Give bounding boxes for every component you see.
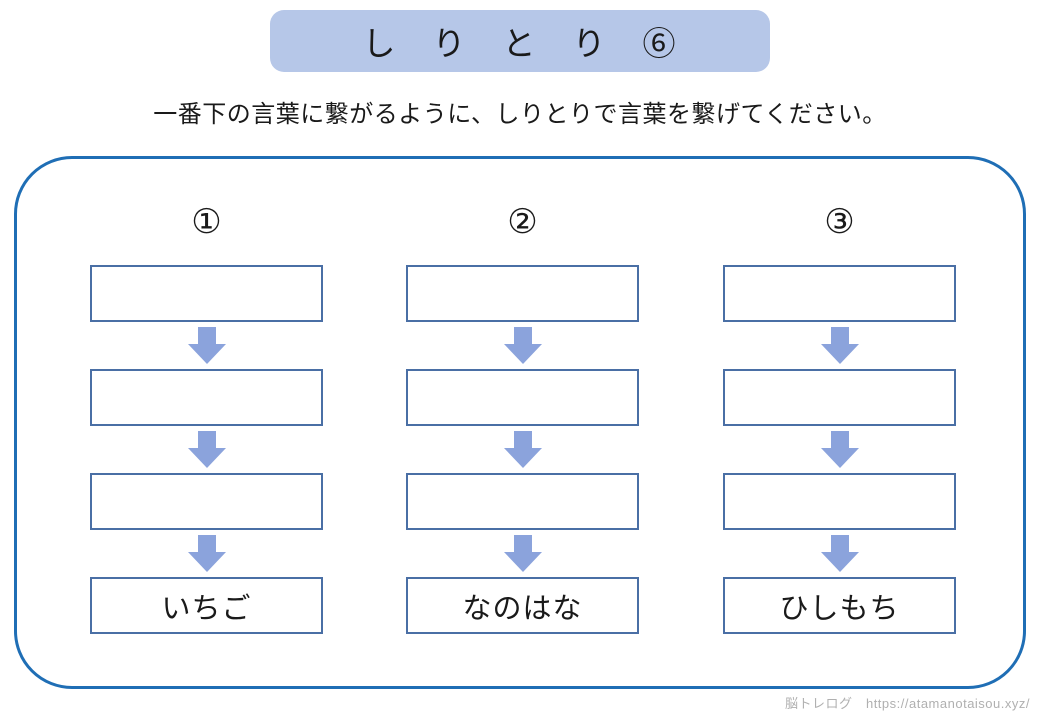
- column-3-answer-box-1[interactable]: [723, 265, 956, 322]
- arrow-head: [187, 552, 226, 572]
- column-3: ③ ひしもち: [723, 199, 956, 634]
- column-1-goal-word-box: いちご: [90, 577, 323, 634]
- title-banner: し り と り ⑥: [270, 10, 770, 72]
- arrow-head: [503, 448, 542, 468]
- arrow-head: [820, 552, 859, 572]
- arrow-head: [503, 344, 542, 364]
- arrow-stem: [513, 535, 532, 553]
- column-3-number: ③: [824, 203, 855, 241]
- arrow-head: [820, 344, 859, 364]
- column-2-answer-box-2[interactable]: [406, 369, 639, 426]
- down-arrow-icon: [187, 327, 226, 364]
- column-2-goal-word-box: なのはな: [406, 577, 639, 634]
- column-3-goal-word-box: ひしもち: [723, 577, 956, 634]
- column-3-answer-box-3[interactable]: [723, 473, 956, 530]
- arrow-stem: [513, 431, 532, 449]
- down-arrow-icon: [820, 327, 859, 364]
- down-arrow-icon: [187, 431, 226, 468]
- column-1: ① いちご: [90, 199, 323, 634]
- column-1-number: ①: [191, 203, 222, 241]
- arrow-stem: [197, 327, 216, 345]
- page-title: し り と り ⑥: [362, 25, 678, 62]
- column-3-answer-box-2[interactable]: [723, 369, 956, 426]
- arrow-head: [187, 344, 226, 364]
- down-arrow-icon: [503, 431, 542, 468]
- arrow-stem: [830, 535, 849, 553]
- arrow-stem: [830, 431, 849, 449]
- column-2-number: ②: [507, 203, 538, 241]
- arrow-head: [820, 448, 859, 468]
- arrow-stem: [830, 327, 849, 345]
- column-2-answer-box-1[interactable]: [406, 265, 639, 322]
- column-1-answer-box-1[interactable]: [90, 265, 323, 322]
- down-arrow-icon: [503, 327, 542, 364]
- down-arrow-icon: [187, 535, 226, 572]
- column-2: ② なのはな: [406, 199, 639, 634]
- column-2-answer-box-3[interactable]: [406, 473, 639, 530]
- column-1-answer-box-2[interactable]: [90, 369, 323, 426]
- arrow-head: [503, 552, 542, 572]
- down-arrow-icon: [820, 535, 859, 572]
- worksheet-panel: ① いちご ② なのはな ③ ひしもち: [14, 156, 1026, 689]
- down-arrow-icon: [503, 535, 542, 572]
- arrow-stem: [197, 431, 216, 449]
- arrow-stem: [513, 327, 532, 345]
- watermark: 脳トレログ https://atamanotaisou.xyz/: [784, 696, 1030, 711]
- column-1-answer-box-3[interactable]: [90, 473, 323, 530]
- down-arrow-icon: [820, 431, 859, 468]
- arrow-stem: [197, 535, 216, 553]
- instruction-text: 一番下の言葉に繋がるように、しりとりで言葉を繋げてください。: [153, 101, 887, 128]
- arrow-head: [187, 448, 226, 468]
